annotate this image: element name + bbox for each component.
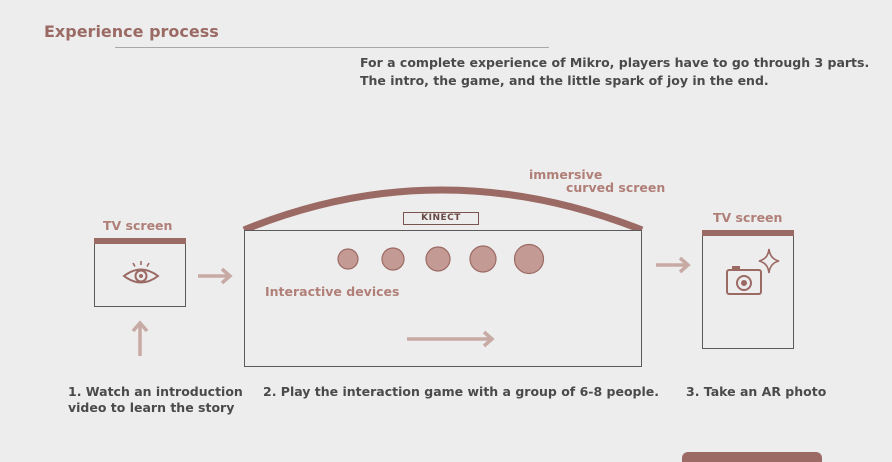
right-arrow-icon xyxy=(198,267,233,285)
kinect-sensor: KINECT xyxy=(403,212,479,225)
interactive-devices-label: Interactive devices xyxy=(265,284,400,299)
page-title: Experience process xyxy=(44,22,219,41)
right-arrow-icon xyxy=(656,256,691,274)
intro-text: For a complete experience of Mikro, play… xyxy=(360,54,869,90)
device-circle xyxy=(425,246,451,272)
device-circle xyxy=(513,243,545,275)
stage3-tv-screen xyxy=(702,230,794,349)
stage3-caption: 3. Take an AR photo xyxy=(686,384,827,399)
stage3-screen-label: TV screen xyxy=(713,210,783,225)
curved-screen-label: immersive curved screen xyxy=(529,168,665,194)
stage1-caption-line-2: video to learn the story xyxy=(68,400,235,415)
device-circle xyxy=(337,248,359,270)
immersive-curved-screen xyxy=(242,186,644,234)
interactive-devices-row xyxy=(337,243,545,275)
play-area: Interactive devices xyxy=(244,230,642,367)
camera-sparkle-icon xyxy=(726,248,780,295)
curved-screen-label-line-1: immersive xyxy=(529,167,603,182)
up-arrow-icon xyxy=(131,320,149,356)
bottom-button[interactable] xyxy=(682,452,822,462)
intro-line-2: The intro, the game, and the little spar… xyxy=(360,73,769,88)
intro-line-1: For a complete experience of Mikro, play… xyxy=(360,55,870,70)
right-arrow-icon xyxy=(407,330,495,348)
device-circle xyxy=(469,245,497,273)
stage1-caption: 1. Watch an introduction video to learn … xyxy=(68,384,243,416)
curved-screen-label-line-2: curved screen xyxy=(566,180,666,195)
title-divider xyxy=(115,47,549,48)
stage1-tv-screen xyxy=(94,238,186,307)
stage1-caption-line-1: 1. Watch an introduction xyxy=(68,384,243,399)
tv-screen-bar xyxy=(94,238,186,244)
device-circle xyxy=(381,247,405,271)
eye-icon xyxy=(122,261,160,284)
stage2-caption: 2. Play the interaction game with a grou… xyxy=(263,384,660,399)
tv-screen-bar xyxy=(702,230,794,236)
stage1-screen-label: TV screen xyxy=(103,218,173,233)
